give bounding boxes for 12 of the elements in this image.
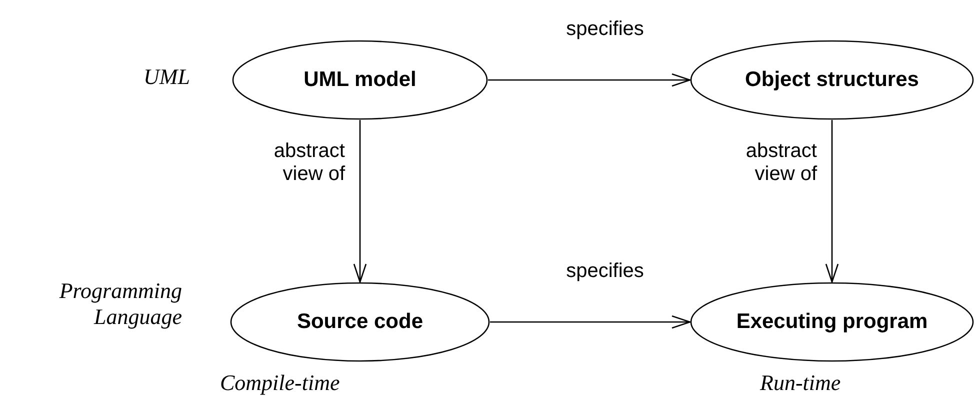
node-label: Object structures [744,68,920,92]
arrow [825,120,839,283]
row-column-label: Compile-time [220,370,341,396]
row-column-label: Programming Language [58,278,182,331]
arrow [490,315,691,329]
arrow [353,120,367,283]
node-label: Source code [296,310,424,334]
arrow [488,73,691,87]
row-column-label: UML [142,64,190,90]
node-label: Executing program [735,310,929,334]
row-column-label: Run-time [760,370,842,396]
node-label: UML model [302,68,418,92]
